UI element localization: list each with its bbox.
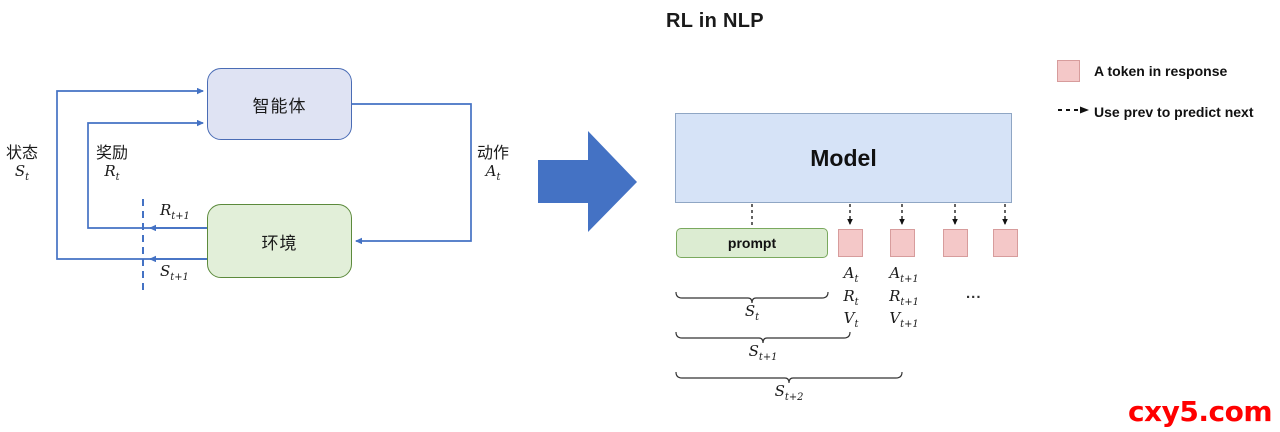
annotation-symbol: A	[843, 264, 855, 282]
big-right-arrow	[538, 131, 637, 232]
annotation-symbol: R	[889, 286, 901, 305]
reward-symbol-sub: t	[115, 172, 120, 184]
annotation-symbol: R	[843, 286, 855, 305]
page-title: RL in NLP	[666, 10, 764, 32]
token-box[interactable]	[838, 229, 863, 257]
token-box[interactable]	[943, 229, 968, 257]
agent-node-label: 智能体	[252, 96, 307, 116]
reward-symbol: R	[104, 162, 116, 181]
annotation-line: Vt+1	[885, 309, 923, 332]
brace-label-st2: St+2	[676, 382, 902, 403]
brace-symbol-sub: t+1	[758, 352, 778, 363]
state-label-cn: 状态	[6, 145, 39, 162]
brace-label-st: St	[676, 302, 828, 323]
agent-node[interactable]: 智能体	[207, 68, 352, 140]
annotation-symbol-sub: t+1	[900, 274, 919, 285]
brace-symbol: S	[744, 302, 756, 320]
token-annotation-ellipsis: ...	[966, 285, 982, 302]
annotation-line: At+1	[885, 264, 923, 287]
legend-token-swatch-icon	[1057, 60, 1080, 82]
brace-symbol-sub: t	[755, 312, 760, 323]
annotation-symbol-sub: t+1	[900, 296, 919, 308]
reward-next-symbol: R	[160, 201, 172, 219]
state-label-math: St	[6, 162, 38, 184]
state-label: 状态 St	[6, 145, 38, 184]
annotation-symbol-sub: t	[854, 319, 859, 331]
watermark: cxy5.com	[1127, 395, 1273, 428]
token-box[interactable]	[890, 229, 915, 257]
state-symbol-sub: t	[25, 172, 30, 184]
brace-symbol: S	[774, 382, 785, 400]
reward-next-symbol-sub: t+1	[171, 211, 190, 222]
token-annotation-t: At Rt Vt	[838, 264, 864, 332]
state-next-label: St+1	[160, 262, 189, 283]
brace-label-st1: St+1	[676, 342, 850, 363]
state-feedback-path	[56, 87, 207, 263]
annotation-symbol: V	[889, 309, 901, 328]
annotation-line: Rt	[838, 287, 864, 310]
prompt-node-label: prompt	[727, 235, 777, 251]
annotation-line: Rt+1	[885, 287, 923, 310]
annotation-symbol-sub: t	[854, 296, 859, 308]
brace-symbol-sub: t+2	[784, 392, 804, 403]
reward-label-math: Rt	[96, 162, 128, 184]
environment-node[interactable]: 环境	[207, 204, 352, 278]
brace-group	[675, 291, 903, 384]
reward-label-cn: 奖励	[96, 145, 129, 162]
reward-feedback-path	[87, 119, 207, 232]
action-label: 动作 At	[477, 145, 509, 184]
action-label-cn: 动作	[477, 145, 510, 162]
environment-node-label: 环境	[261, 233, 298, 253]
legend-token-label: A token in response	[1094, 63, 1228, 79]
action-symbol: A	[485, 162, 497, 181]
token-annotation-t-plus-1: At+1 Rt+1 Vt+1	[885, 264, 923, 332]
state-symbol: S	[14, 162, 26, 181]
annotation-symbol: V	[843, 309, 855, 328]
annotation-symbol-sub: t	[854, 274, 859, 285]
annotation-symbol: A	[889, 264, 901, 282]
action-symbol-sub: t	[496, 172, 501, 184]
legend-dashed-label: Use prev to predict next	[1094, 104, 1254, 120]
model-node-label: Model	[810, 144, 877, 171]
annotation-symbol-sub: t+1	[900, 319, 919, 331]
state-next-symbol-sub: t+1	[170, 272, 189, 283]
action-label-math: At	[477, 162, 509, 184]
token-box[interactable]	[993, 229, 1018, 257]
reward-label: 奖励 Rt	[96, 145, 128, 184]
annotation-line: Vt	[838, 309, 864, 332]
legend-dashed-arrow-icon	[1058, 106, 1089, 114]
prompt-node[interactable]: prompt	[676, 228, 828, 258]
brace-st	[675, 291, 829, 304]
reward-next-label: Rt+1	[160, 201, 190, 222]
predict-arrow-group	[751, 204, 1008, 226]
brace-st1	[675, 331, 851, 344]
brace-symbol: S	[748, 342, 759, 360]
annotation-line: At	[838, 264, 864, 287]
model-node[interactable]: Model	[675, 113, 1012, 203]
state-next-symbol: S	[160, 262, 171, 280]
action-path	[352, 103, 472, 245]
brace-st2	[675, 371, 903, 384]
